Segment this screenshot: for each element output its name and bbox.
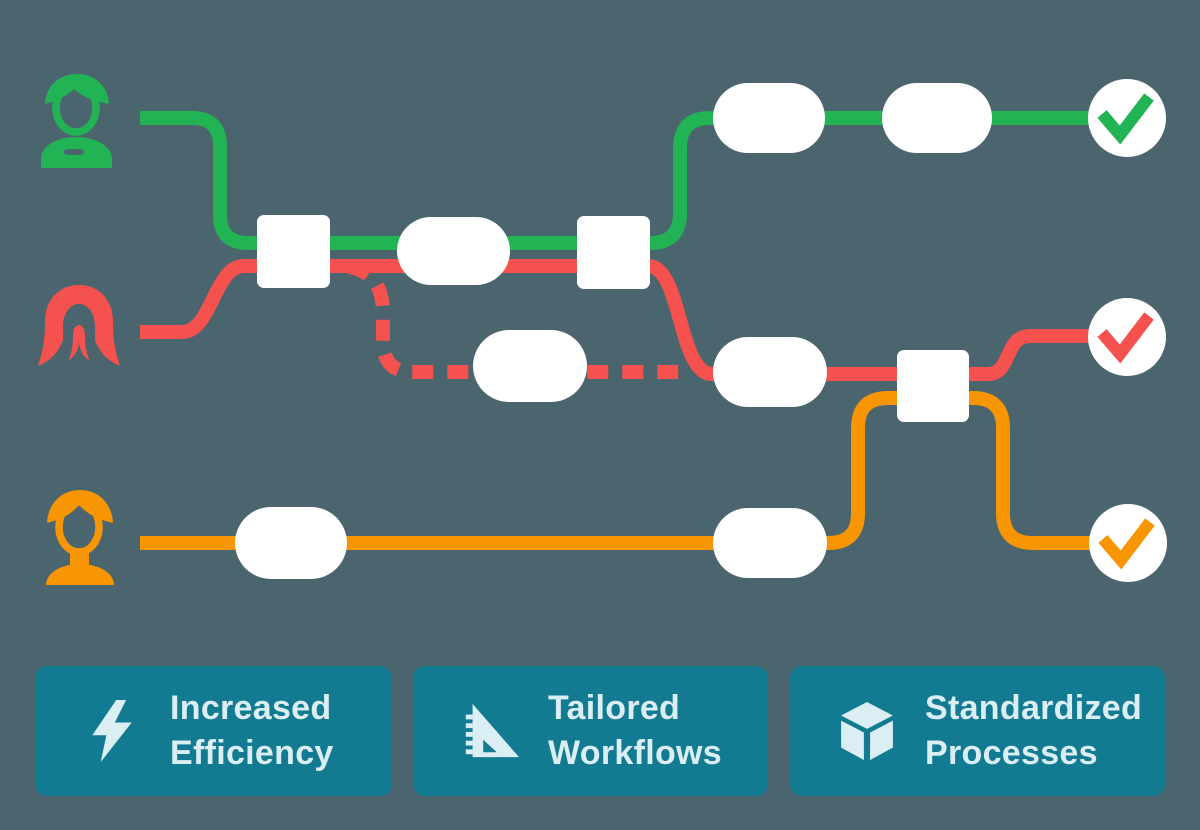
benefit-card-tailored-workflows: Tailored Workflows <box>413 666 768 796</box>
square-gateway-node <box>257 215 330 288</box>
checkpoint-orange <box>1089 504 1167 582</box>
benefit-card-label: Tailored Workflows <box>548 686 722 776</box>
card-label-line: Tailored <box>548 689 681 727</box>
checkpoint-green <box>1088 79 1166 157</box>
checkmark-icon <box>1098 518 1155 570</box>
cube-icon <box>841 702 893 760</box>
pill-step-node <box>713 337 827 407</box>
pill-step-node <box>882 83 992 153</box>
hair <box>45 74 109 104</box>
card-label-line: Workflows <box>548 734 722 772</box>
square-gateway-node <box>897 350 969 422</box>
pill-step-node <box>473 330 587 402</box>
checkmark-icon <box>1097 312 1154 364</box>
workflow-diagram <box>38 74 1167 585</box>
woman-avatar <box>46 490 114 585</box>
neck <box>70 548 89 566</box>
benefit-cards: Increased Efficiency Tailored Workflows <box>0 666 1200 796</box>
process-nodes <box>235 83 992 579</box>
card-label-line: Efficiency <box>170 734 334 772</box>
hair <box>47 490 113 523</box>
card-label-line: Processes <box>925 734 1098 772</box>
lightning-bolt-icon <box>92 700 132 762</box>
pill-step-node <box>397 217 510 285</box>
checkpoint-red <box>1088 298 1166 376</box>
shoulders <box>46 564 114 585</box>
card-icon-box <box>835 700 899 762</box>
card-label-line: Standardized <box>925 689 1143 727</box>
badge-slit <box>64 149 84 155</box>
pill-step-node <box>713 508 827 578</box>
pill-step-node <box>713 83 825 153</box>
red-path <box>140 259 1127 381</box>
benefit-card-standardized-processes: Standardized Processes <box>790 666 1165 796</box>
woman-long-hair-avatar <box>38 285 120 366</box>
set-square-icon <box>465 703 520 758</box>
benefit-card-increased-efficiency: Increased Efficiency <box>35 666 392 796</box>
hair <box>38 285 120 366</box>
man-avatar <box>41 74 112 168</box>
card-icon-box <box>80 700 144 762</box>
checkmark-icon <box>1097 93 1154 145</box>
red-dashed-branch <box>347 260 687 379</box>
square-gateway-node <box>577 216 650 289</box>
benefit-card-label: Standardized Processes <box>925 686 1142 776</box>
hair-strand <box>68 325 90 361</box>
card-icon-box <box>458 701 522 761</box>
benefit-card-label: Increased Efficiency <box>170 686 334 776</box>
pill-step-node <box>235 507 347 579</box>
card-label-line: Increased <box>170 689 332 727</box>
